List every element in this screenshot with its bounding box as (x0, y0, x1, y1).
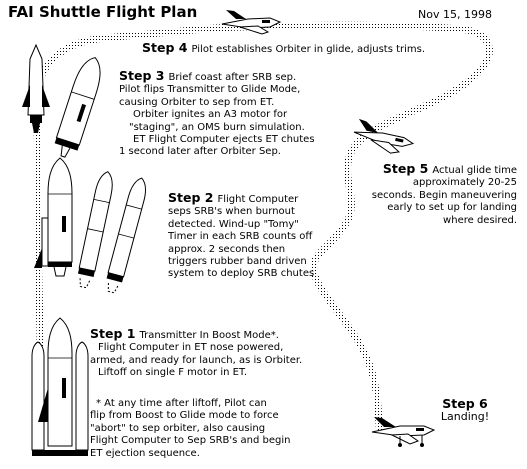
step-5-line-4: early to set up for landing (387, 202, 517, 214)
step-1-line-1: Transmitter In Boost Mode*. (139, 330, 279, 341)
external-tank-icon (54, 57, 101, 158)
step-3-line-7: 1 second later after Orbiter Sep. (119, 146, 281, 158)
step-5-line-2: approximately 20-25 (412, 177, 517, 189)
step-1-line-2: Flight Computer in ET nose powered, (98, 342, 284, 354)
step-2-line-2: seps SRB's when burnout (168, 206, 295, 218)
step-2-line-5: approx. 2 seconds then (168, 243, 286, 255)
note-line-1: * At any time after liftoff, Pilot can (96, 398, 267, 409)
flight-path (32, 21, 493, 433)
step-4-line-1: Pilot establishes Orbiter in glide, adju… (191, 44, 426, 55)
shuttle-stack-icon (34, 157, 73, 277)
step-2-line-3: detected. Wind-up "Tomy" (168, 218, 299, 230)
step-5-line-3: seconds. Begin maneuvering (371, 189, 517, 201)
date: Nov 15, 1998 (418, 8, 492, 21)
note-line-3: "abort" to sep orbiter, also causing (90, 422, 266, 434)
step-3-line-5: "staging", an OMS burn simulation. (129, 121, 305, 133)
step-6-text: Step 6 Landing! (425, 396, 505, 423)
abort-note: * At any time after liftoff, Pilot can f… (90, 398, 290, 460)
orbiter-glide-icon (221, 10, 282, 35)
note-line-4: Flight Computer to Sep SRB's and begin (90, 435, 291, 447)
step-1-line-3: armed, and ready for launch, as is Orbit… (90, 354, 303, 366)
step-2-label: Step 2 (168, 190, 214, 205)
note-line-2: flip from Boost to Glide mode to force (90, 410, 279, 422)
step-1-label: Step 1 (90, 326, 136, 341)
step-3-label: Step 3 (119, 68, 165, 83)
orbiter-landing-icon (371, 417, 436, 447)
srb-left-icon (77, 171, 113, 289)
step-3-line-2: Pilot flips Transmitter to Glide Mode, (119, 84, 301, 96)
note-line-5: ET ejection sequence. (90, 447, 200, 459)
step-6-line-1: Landing! (440, 410, 490, 423)
step-5-line-1: Actual glide time (432, 165, 517, 176)
step-3-line-1: Brief coast after SRB sep. (168, 72, 297, 83)
page-title: FAI Shuttle Flight Plan (8, 3, 198, 21)
orbiter-descent-icon (353, 118, 415, 154)
step-4-label: Step 4 (142, 40, 188, 55)
step-2-line-6: triggers rubber band driven (168, 256, 307, 268)
step-2-line-4: Timer in each SRB counts off (168, 231, 313, 243)
step-6-label: Step 6 (442, 396, 488, 411)
orbiter-sep-icon (22, 43, 50, 133)
launch-stack-icon (31, 317, 89, 456)
step-3-line-6: ET Flight Computer ejects ET chutes (133, 134, 315, 146)
step-5-line-5: where desired. (443, 214, 517, 226)
step-3-line-3: causing Orbiter to sep from ET. (119, 96, 275, 108)
srb-right-icon (106, 177, 147, 294)
step-2-line-7: system to deploy SRB chutes (168, 268, 315, 280)
step-5-label: Step 5 (382, 161, 429, 176)
step-1-line-4: Liftoff on single F motor in ET. (98, 367, 248, 379)
step-2-line-1: Flight Computer (217, 194, 299, 205)
step-3-line-4: Orbiter ignites an A3 motor for (133, 109, 288, 121)
